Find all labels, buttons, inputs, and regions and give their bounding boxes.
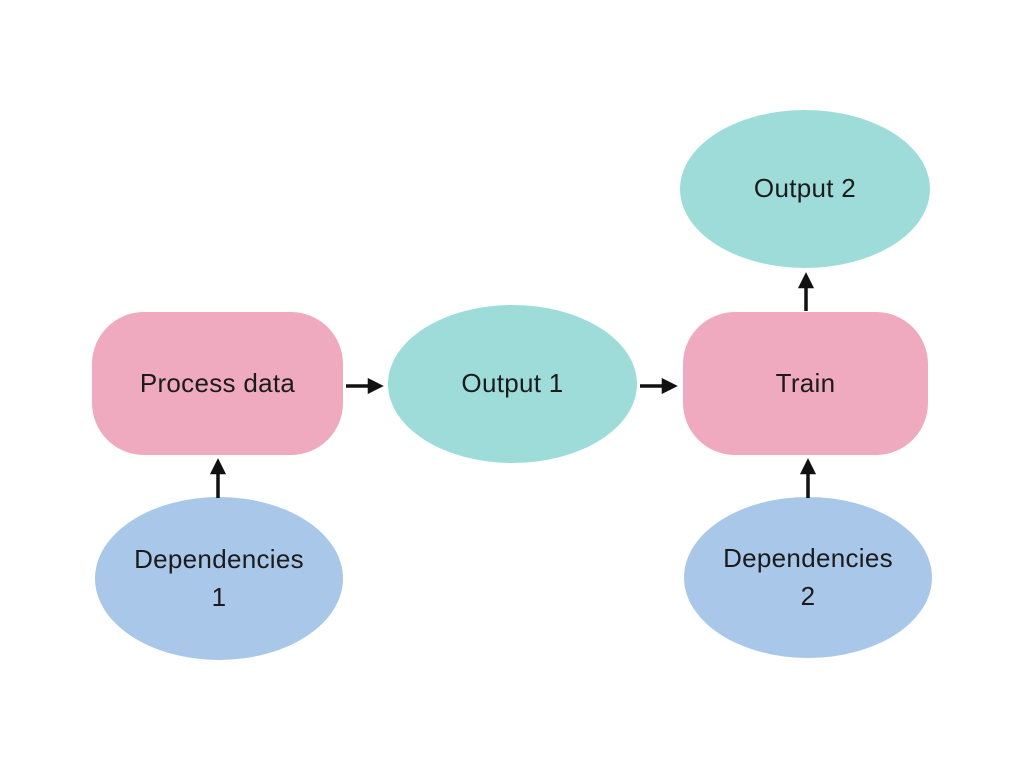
node-output-1-label: Output 1 bbox=[461, 368, 564, 399]
node-dependencies-2-label-line2: 2 bbox=[800, 580, 816, 611]
node-output-1[interactable]: Output 1 bbox=[388, 305, 637, 463]
node-dependencies-2[interactable]: Dependencies 2 bbox=[684, 497, 932, 658]
node-dependencies-1-label-line1: Dependencies bbox=[134, 543, 304, 574]
node-process-data[interactable]: Process data bbox=[92, 312, 343, 455]
node-process-data-label: Process data bbox=[139, 367, 296, 398]
node-train[interactable]: Train bbox=[683, 312, 928, 455]
node-dependencies-1[interactable]: Dependencies 1 bbox=[95, 497, 343, 660]
node-output-2-label: Output 2 bbox=[753, 173, 857, 204]
node-train-label: Train bbox=[775, 367, 836, 398]
node-output-2[interactable]: Output 2 bbox=[680, 110, 930, 268]
node-dependencies-2-label-line1: Dependencies bbox=[723, 542, 893, 573]
node-dependencies-1-label-line2: 1 bbox=[211, 581, 227, 612]
